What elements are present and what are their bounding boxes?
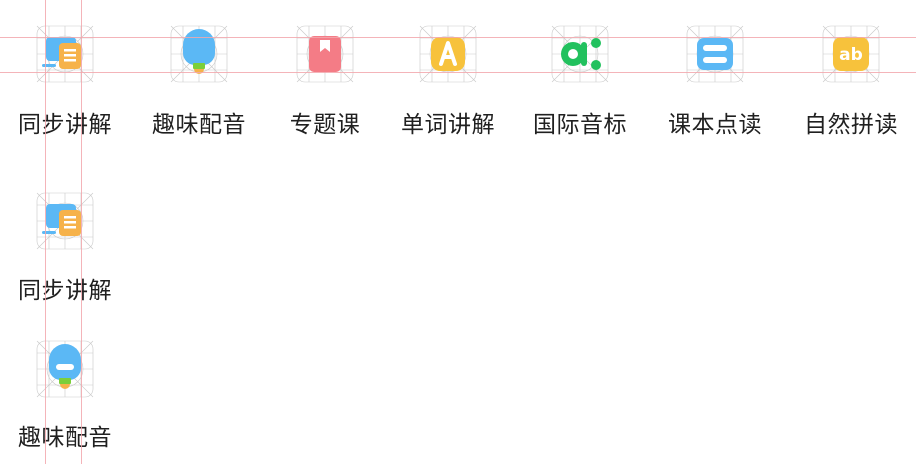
synced-lecture-icon — [34, 190, 96, 252]
grid-item-textbook-reading[interactable]: 课本点读 — [650, 0, 780, 150]
extra-item-fun-dubbing[interactable]: 趣味配音 — [0, 330, 130, 460]
extra-item-synced-lecture[interactable]: 同步讲解 — [0, 180, 130, 308]
grid-item-label: 课本点读 — [668, 112, 762, 138]
topic-course-icon — [294, 23, 356, 85]
fun-dubbing-icon — [168, 23, 230, 85]
phonetic-symbol-icon — [549, 23, 611, 85]
grid-item-label: 同步讲解 — [18, 112, 112, 138]
synced-lecture-icon — [34, 23, 96, 85]
grid-item-label: 单词讲解 — [401, 112, 495, 138]
grid-item-synced-lecture[interactable]: 同步讲解 — [0, 0, 130, 150]
grid-item-phonetic-symbol[interactable]: 国际音标 — [515, 0, 645, 150]
textbook-reading-icon — [684, 23, 746, 85]
grid-item-label: 国际音标 — [533, 112, 627, 138]
extra-item-label: 同步讲解 — [18, 278, 112, 304]
grid-item-label: 自然拼读 — [804, 112, 898, 138]
phonics-icon-glyph: ab — [839, 45, 863, 65]
grid-item-topic-course[interactable]: 专题课 — [260, 0, 390, 150]
extra-item-label: 趣味配音 — [18, 425, 112, 451]
word-lecture-icon — [417, 23, 479, 85]
phonics-icon: ab — [820, 23, 882, 85]
grid-item-label: 专题课 — [289, 112, 361, 138]
grid-item-fun-dubbing[interactable]: 趣味配音 — [134, 0, 264, 150]
grid-item-phonics[interactable]: ab 自然拼读 — [786, 0, 916, 150]
grid-item-word-lecture[interactable]: 单词讲解 — [383, 0, 513, 150]
grid-item-label: 趣味配音 — [152, 112, 246, 138]
fun-dubbing-icon — [34, 338, 96, 400]
